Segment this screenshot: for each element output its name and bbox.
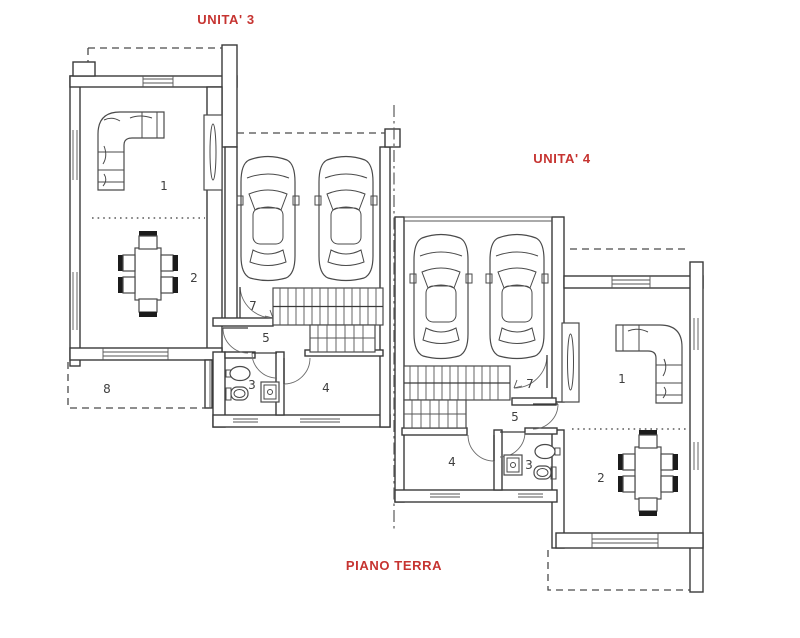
room-number-unit3-entry: 5 (262, 331, 270, 345)
room-number-unit4-garage-lobby: 7 (526, 377, 534, 391)
unit3-label: UNITA' 3 (197, 12, 255, 27)
dining-table-icon (617, 429, 679, 517)
floor-label: PIANO TERRA (346, 558, 442, 573)
unit3-terrace-dashed-outline (67, 360, 211, 409)
door-arc-icon (239, 286, 274, 319)
car-icon (236, 155, 300, 282)
sink-icon (225, 365, 251, 382)
room-number-unit4-entry: 5 (511, 410, 519, 424)
car-icon (485, 233, 549, 360)
room-number-unit3-terrace: 8 (103, 382, 111, 396)
unit3-plan: 1 2 3 4 5 7 8 (67, 44, 401, 428)
room-number-unit4-dining: 2 (597, 471, 605, 485)
door-arc-icon (532, 403, 559, 430)
unit4-terrace-dashed-outline (547, 550, 690, 591)
unit4-windows (430, 276, 699, 548)
stairs-icon (403, 365, 511, 429)
stairs-icon (272, 287, 384, 353)
toilet-icon (533, 465, 557, 480)
dining-table-icon (117, 230, 179, 318)
sofa-icon (615, 324, 683, 404)
toilet-icon (225, 386, 249, 401)
door-arc-icon (222, 327, 249, 354)
unit3-windows (72, 76, 340, 423)
car-icon (314, 155, 378, 282)
door-arc-icon (251, 352, 278, 379)
unit4-label: UNITA' 4 (533, 151, 591, 166)
shower-icon (503, 454, 523, 476)
sink-icon (534, 443, 561, 460)
room-number-unit4-hallway: 4 (448, 455, 456, 469)
unit4-plan: 1 2 3 4 5 7 (394, 216, 704, 593)
car-icon (409, 233, 473, 360)
unit3-flue-niche (203, 114, 223, 191)
room-number-unit4-bathroom: 3 (525, 458, 533, 472)
door-arc-icon (283, 357, 311, 385)
door-arc-icon (513, 354, 548, 389)
room-number-unit3-garage-lobby: 7 (249, 299, 257, 313)
door-arc-icon (467, 434, 495, 462)
unit3-canopy-dashed-line (87, 47, 222, 62)
unit4-garage-door-line (404, 216, 552, 222)
door-arc-icon (499, 431, 526, 458)
unit4-walls (394, 216, 704, 593)
sofa-icon (97, 111, 165, 191)
room-number-unit3-bathroom: 3 (248, 378, 256, 392)
room-number-unit3-living: 1 (160, 179, 168, 193)
room-number-unit4-living: 1 (618, 372, 626, 386)
room-number-unit3-hallway: 4 (322, 381, 330, 395)
shower-icon (260, 381, 280, 403)
room-number-unit3-dining: 2 (190, 271, 198, 285)
unit4-flue-niche (561, 322, 580, 403)
